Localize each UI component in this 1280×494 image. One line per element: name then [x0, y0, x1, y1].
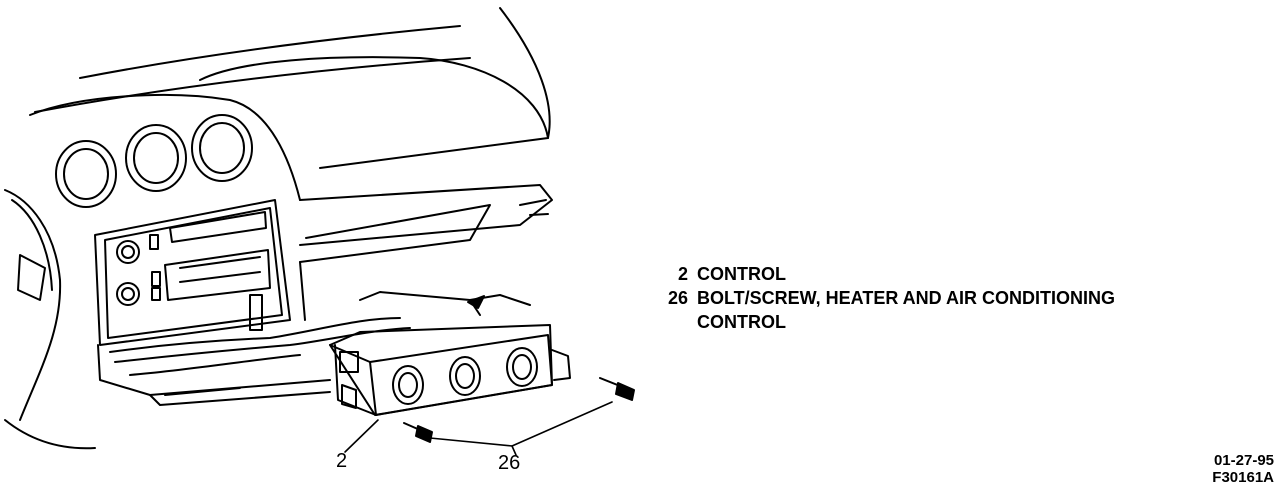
figure-code: F30161A	[1212, 469, 1274, 486]
callout-control-number: 2	[336, 450, 348, 472]
figure-stamp: 01-27-95 F30161A	[1212, 452, 1274, 486]
callout-screws-number: 26	[498, 452, 521, 474]
parts-legend: 2 CONTROL 26 BOLT/SCREW, HEATER AND AIR …	[652, 262, 1115, 334]
legend-text: BOLT/SCREW, HEATER AND AIR CONDITIONING	[697, 288, 1115, 308]
control-opening-and-wiring	[97, 291, 531, 406]
windshield-lines	[34, 7, 551, 139]
screw-fasteners	[403, 377, 635, 443]
heater-ac-control-unit	[329, 324, 571, 416]
legend-row: 2 CONTROL	[652, 262, 1115, 286]
legend-number	[652, 310, 697, 334]
legend-row: CONTROL	[652, 310, 1115, 334]
leader-lines	[344, 401, 613, 456]
instrument-gauges	[55, 114, 253, 208]
legend-text: CONTROL	[697, 312, 786, 332]
figure-date: 01-27-95	[1213, 452, 1274, 469]
legend-row: 26 BOLT/SCREW, HEATER AND AIR CONDITIONI…	[652, 286, 1115, 310]
legend-text: CONTROL	[697, 264, 786, 284]
legend-number: 2	[677, 264, 688, 284]
steering-wheel-outline	[4, 189, 96, 450]
legend-number: 26	[667, 288, 688, 308]
center-stack	[94, 199, 291, 346]
dash-panel-outline	[29, 56, 553, 321]
